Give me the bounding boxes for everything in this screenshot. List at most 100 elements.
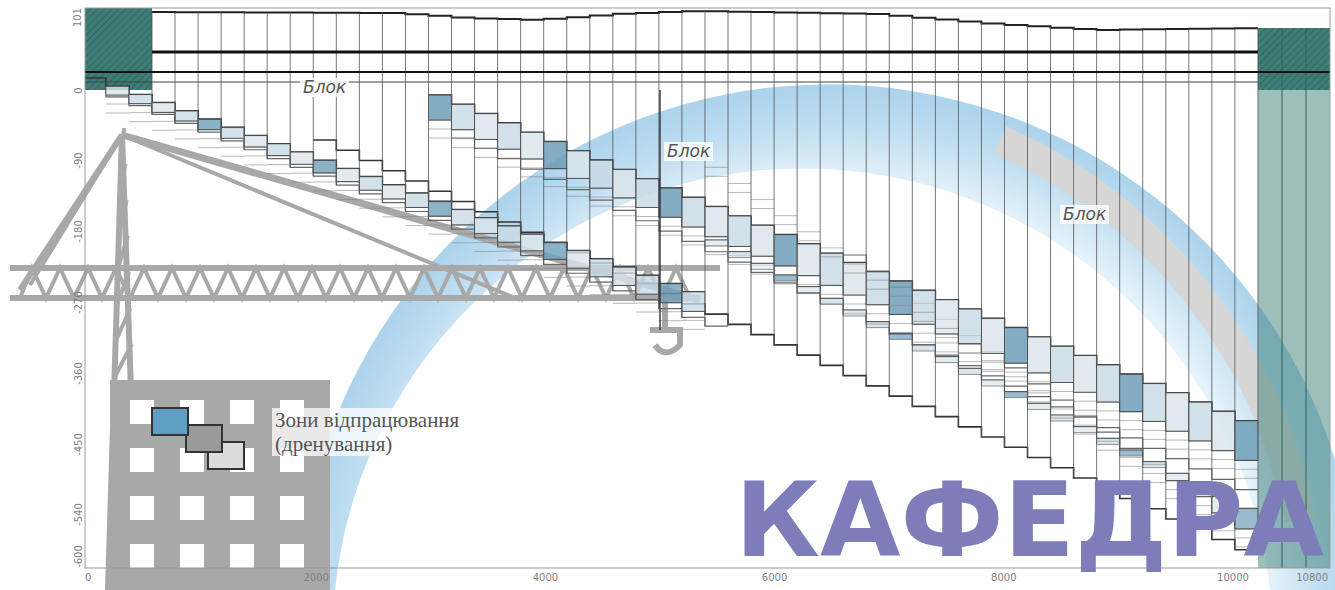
drain-zone [290, 152, 313, 164]
drain-zone [521, 132, 544, 159]
drain-zone [682, 197, 705, 227]
grid-column [612, 15, 613, 291]
axis-tick: -540 [72, 504, 83, 527]
drain-zone [590, 160, 613, 188]
grid-column [843, 13, 844, 375]
seam-line [85, 88, 728, 326]
drain-zone [866, 272, 889, 305]
drain-zone [682, 292, 705, 312]
drain-zone [1051, 346, 1074, 382]
grid-column [797, 13, 798, 356]
crane-figure [10, 128, 720, 590]
grid-column [382, 13, 383, 203]
drain-zone [797, 244, 820, 276]
grid-column [958, 21, 959, 427]
drain-zone [751, 225, 774, 256]
drain-zone [659, 188, 682, 217]
drain-zone [1004, 328, 1027, 363]
drain-zone [452, 104, 475, 129]
drain-zone [866, 322, 889, 328]
drain-zone [728, 216, 751, 246]
grid-column [175, 12, 176, 123]
grid-column [1096, 30, 1097, 488]
axis-tick: -600 [72, 545, 83, 568]
pillar-right [1258, 28, 1330, 90]
drain-zone [405, 193, 428, 207]
grid-column [589, 16, 590, 282]
drain-zone [636, 179, 659, 208]
grid-column [912, 17, 913, 407]
grid-column [336, 13, 337, 185]
drain-zone [912, 345, 935, 351]
grid-column [981, 22, 982, 437]
grid-column [1027, 26, 1028, 458]
drain-zone [912, 290, 935, 324]
drain-zone [820, 253, 843, 285]
axis-tick: 8000 [991, 572, 1016, 583]
axis-tick: -90 [73, 153, 84, 169]
drain-zone [544, 142, 567, 169]
grid-column [451, 17, 452, 229]
drain-zone [1004, 392, 1027, 398]
drain-zone [1074, 356, 1097, 393]
drain-zone [613, 267, 636, 285]
drain-zone [935, 357, 958, 363]
arc-band [300, 84, 1335, 590]
drain-zone [1074, 427, 1097, 433]
drain-zone [152, 103, 175, 113]
grid-column [728, 11, 729, 326]
grid-column [1165, 29, 1166, 519]
drain-zone [751, 263, 774, 269]
grid-column [152, 12, 153, 114]
drain-zone [1028, 403, 1051, 409]
drain-zone [359, 177, 382, 191]
drain-zone [843, 263, 866, 296]
drain-zone [428, 95, 451, 120]
drain-zone [175, 111, 198, 121]
drain-zone [797, 287, 820, 293]
axis-tick: -360 [72, 362, 83, 385]
drain-zone [1120, 374, 1143, 412]
seam-line [85, 78, 705, 292]
drain-zone [843, 310, 866, 316]
grid-column [1142, 29, 1143, 508]
grid-column [405, 13, 406, 211]
drain-zone [774, 275, 797, 281]
drain-zone [567, 151, 590, 179]
drain-zone [336, 168, 359, 181]
drain-zone [935, 300, 958, 334]
axis-tick: -180 [72, 220, 83, 243]
drain-zone [1028, 337, 1051, 373]
grid-column [704, 11, 705, 326]
drain-zone [1189, 402, 1212, 441]
grid-column [866, 14, 867, 386]
grid-column [1004, 24, 1005, 447]
legend-swatch [152, 408, 188, 435]
drain-zone [498, 226, 521, 242]
drain-zone [129, 94, 152, 103]
drain-zone [1120, 450, 1143, 456]
drain-zone [521, 234, 544, 251]
drain-zone [475, 114, 498, 140]
drain-zone [636, 275, 659, 294]
drain-zone [567, 251, 590, 268]
drain-zone [106, 86, 129, 95]
drain-zone [889, 333, 912, 339]
grid-column [820, 13, 821, 365]
watermark: КАФЕДРА [735, 468, 1324, 572]
grid-column [1119, 30, 1120, 499]
drain-zone [705, 207, 728, 237]
drain-zone [728, 252, 751, 258]
drain-zone [981, 318, 1004, 353]
drain-zone [1143, 462, 1166, 468]
axis-tick: 101 [73, 8, 84, 27]
drain-zone [1166, 393, 1189, 431]
grid-column [1211, 29, 1212, 540]
grid-column [244, 12, 245, 149]
axis-tick: 4000 [533, 572, 558, 583]
grid-column [543, 20, 544, 265]
drain-zone [475, 218, 498, 234]
grid-column [359, 13, 360, 194]
grid-column [267, 12, 268, 158]
arc-ring [1000, 140, 1300, 520]
